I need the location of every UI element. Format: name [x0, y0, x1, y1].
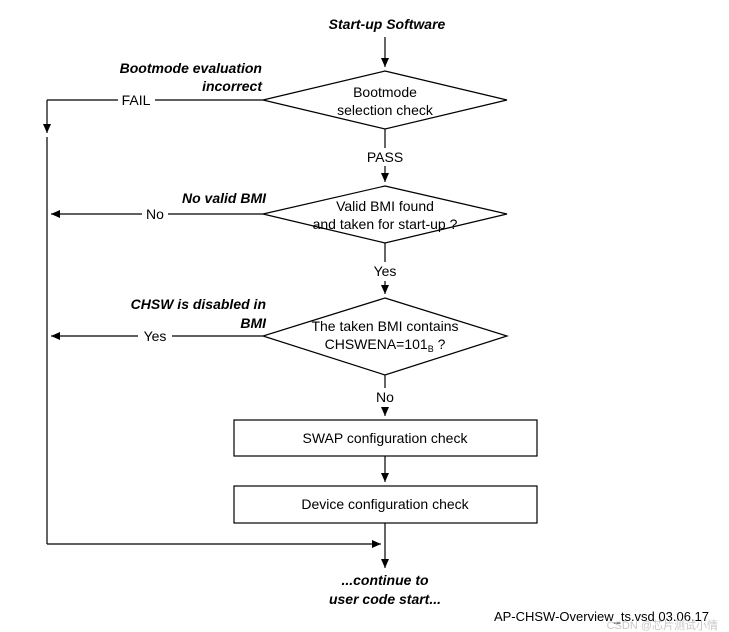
end-note-line1: ...continue to: [341, 572, 429, 588]
no-label-1: No: [146, 206, 164, 222]
swap-config-label: SWAP configuration check: [303, 430, 469, 446]
bootmode-decision: [262, 70, 508, 130]
bootmode-decision-line2: selection check: [337, 102, 434, 118]
yes-label-2: Yes: [144, 328, 167, 344]
flowchart-title: Start-up Software: [329, 16, 446, 32]
no-label-2: No: [376, 389, 394, 405]
chswena-decision-line2: CHSWENA=101B ?: [325, 336, 446, 354]
no-valid-bmi-note: No valid BMI: [182, 190, 267, 206]
valid-bmi-decision: [262, 185, 508, 244]
bootmode-incorrect-note-line2: incorrect: [202, 78, 263, 94]
valid-bmi-decision-line2: and taken for start-up ?: [313, 216, 458, 232]
watermark-text: CSDN @芯片测试小情: [607, 618, 718, 632]
pass-label: PASS: [367, 149, 403, 165]
bootmode-decision-line1: Bootmode: [353, 84, 417, 100]
chswena-main: CHSWENA=101: [325, 336, 428, 352]
device-config-label: Device configuration check: [301, 496, 469, 512]
chsw-disabled-note-line2: BMI: [240, 315, 267, 331]
fail-label: FAIL: [122, 92, 151, 108]
chsw-disabled-note-line1: CHSW is disabled in: [131, 296, 266, 312]
yes-label-1: Yes: [374, 263, 397, 279]
device-config-box: [233, 485, 538, 524]
chswena-decision-line1: The taken BMI contains: [311, 318, 458, 334]
file-label: AP-CHSW-Overview_ts.vsd 03.06.17: [494, 609, 709, 624]
bootmode-incorrect-note-line1: Bootmode evaluation: [120, 60, 262, 76]
end-note-line2: user code start...: [329, 591, 441, 607]
valid-bmi-decision-line1: Valid BMI found: [336, 198, 434, 214]
chswena-subscript: B: [428, 344, 434, 354]
chswena-end: ?: [434, 336, 446, 352]
